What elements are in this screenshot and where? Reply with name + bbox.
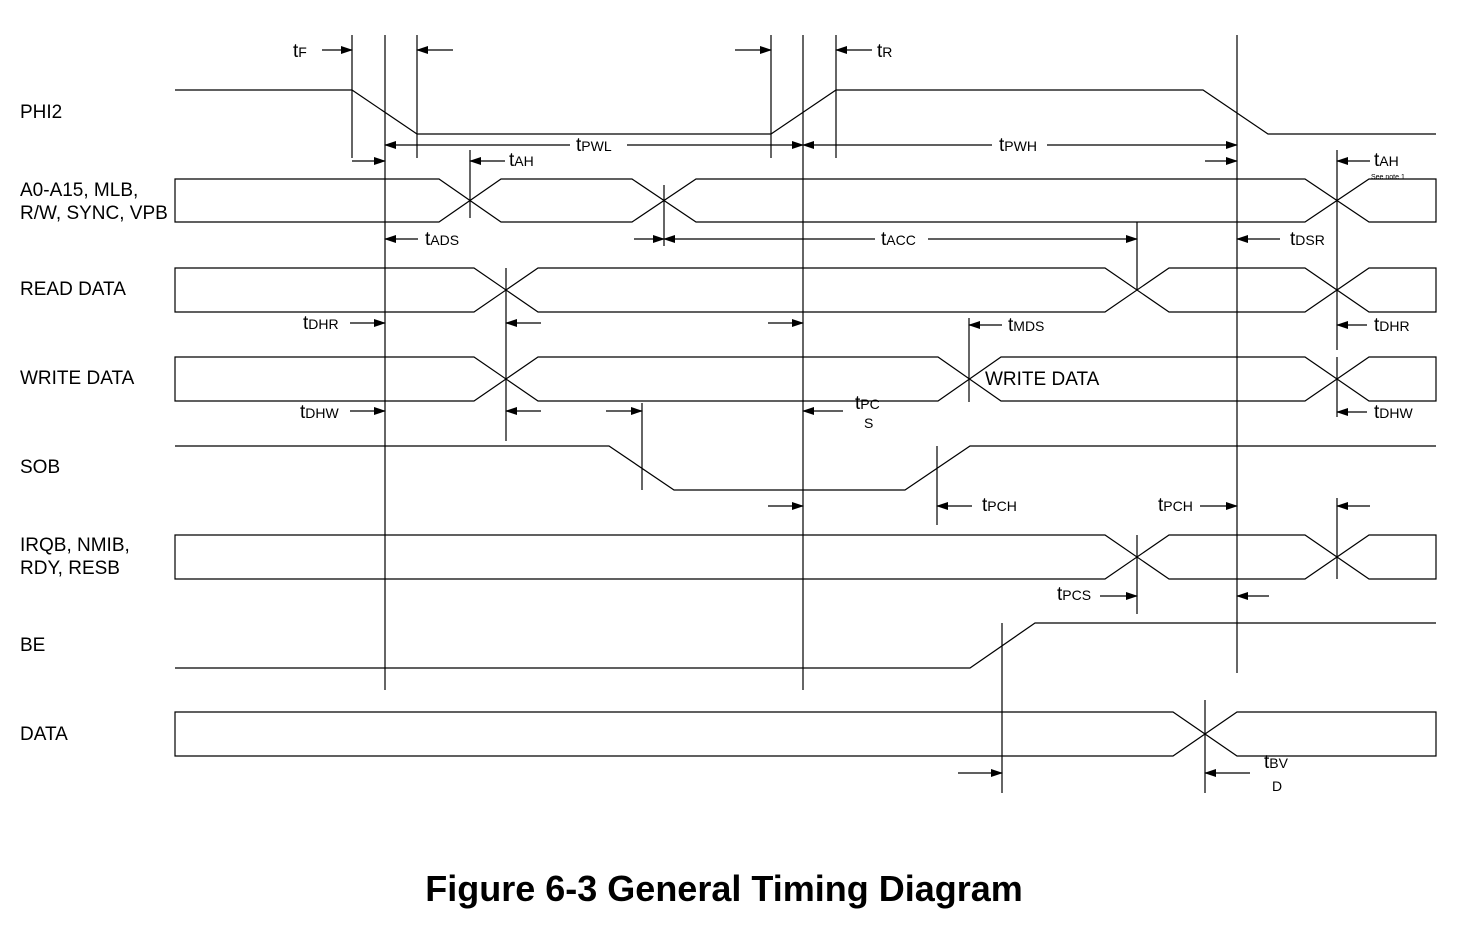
timing-label-tpch: tPCH — [1158, 495, 1193, 516]
reference-lines — [384, 35, 1238, 690]
signal-label-phi2: PHI2 — [20, 102, 62, 123]
waveform-irq — [174, 534, 1437, 580]
timing-label-tpcs-wrap: S — [864, 415, 873, 431]
extension-lines — [351, 35, 1338, 793]
figure-caption: Figure 6-3 General Timing Diagram — [425, 868, 1023, 909]
signal-labels: PHI2 A0-A15, MLB, R/W, SYNC, VPB READ DA… — [20, 102, 168, 745]
waveforms — [174, 89, 1437, 757]
waveform-data — [174, 711, 1437, 757]
see-note-label: See note 1 — [1371, 174, 1405, 181]
signal-label-addr-1: A0-A15, MLB, — [20, 180, 138, 201]
timing-label-tbvd: tBV — [1264, 752, 1289, 773]
waveform-phi2 — [175, 89, 1436, 135]
timing-arrows — [322, 46, 1370, 777]
timing-label-tmds: tMDS — [1008, 315, 1044, 336]
signal-label-data: DATA — [20, 724, 68, 745]
timing-label-tdsr: tDSR — [1290, 229, 1325, 250]
timing-label-tpwl: tPWL — [576, 135, 612, 156]
timing-label-tf: tF — [293, 41, 307, 62]
signal-label-read-data: READ DATA — [20, 279, 126, 300]
timing-label-tdhw: tDHW — [1374, 402, 1414, 423]
waveform-read-data — [174, 267, 1437, 313]
timing-label-tpcs: tPCS — [1057, 584, 1091, 605]
write-data-inline-label: WRITE DATA — [985, 369, 1100, 390]
waveform-addr — [174, 178, 1437, 223]
timing-label-tdhr: tDHR — [1374, 315, 1410, 336]
signal-label-write-data: WRITE DATA — [20, 368, 135, 389]
signal-label-be: BE — [20, 635, 45, 656]
timing-label-tpwh: tPWH — [999, 135, 1037, 156]
timing-label-tacc: tACC — [881, 229, 916, 250]
signal-label-addr-2: R/W, SYNC, VPB — [20, 203, 168, 224]
timing-label-tr: tR — [877, 41, 892, 62]
waveform-be — [175, 622, 1436, 669]
timing-label-tdhr: tDHR — [303, 313, 339, 334]
signal-label-irq-1: IRQB, NMIB, — [20, 535, 130, 556]
timing-label-tah: tAH — [1374, 150, 1399, 171]
timing-label-tdhw: tDHW — [300, 402, 340, 423]
timing-label-tbvd-wrap: D — [1272, 778, 1282, 794]
timing-label-tpch: tPCH — [982, 495, 1017, 516]
signal-label-sob: SOB — [20, 457, 60, 478]
timing-label-tads: tADS — [425, 229, 459, 250]
waveform-sob — [175, 445, 1436, 491]
waveform-write-data — [174, 356, 1437, 402]
timing-label-tah: tAH — [509, 150, 534, 171]
timing-labels: tF tR tPWL tPWH tAH tAH See note 1 tADS … — [293, 41, 1414, 794]
signal-label-irq-2: RDY, RESB — [20, 558, 120, 579]
timing-label-tpcs: tPC — [855, 393, 880, 414]
